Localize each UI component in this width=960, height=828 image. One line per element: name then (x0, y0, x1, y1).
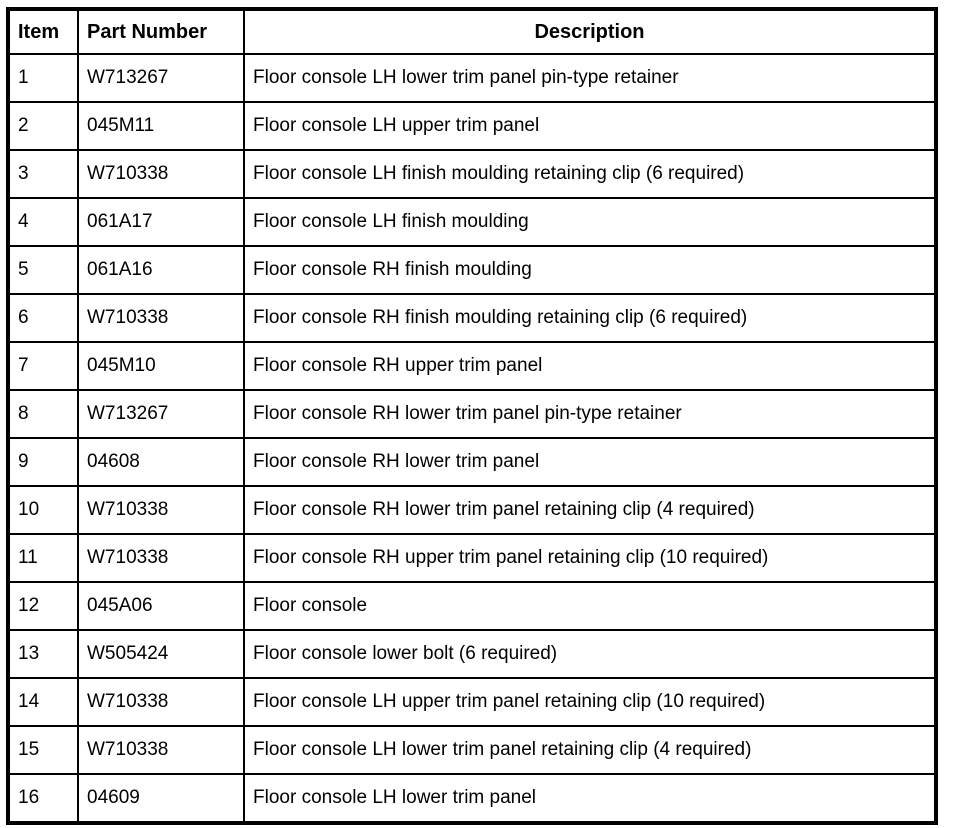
cell-part-number: 045A06 (77, 581, 245, 631)
cell-item: 13 (7, 629, 79, 679)
cell-description: Floor console RH lower trim panel (243, 437, 937, 487)
cell-part-number: W710338 (77, 149, 245, 199)
cell-description: Floor console LH lower trim panel pin-ty… (243, 53, 937, 103)
cell-description: Floor console LH upper trim panel (243, 101, 937, 151)
cell-item: 9 (7, 437, 79, 487)
cell-description: Floor console (243, 581, 937, 631)
cell-item: 8 (7, 389, 79, 439)
column-header-item: Item (7, 8, 79, 55)
cell-description: Floor console RH finish moulding (243, 245, 937, 295)
cell-part-number: W505424 (77, 629, 245, 679)
cell-description: Floor console RH lower trim panel retain… (243, 485, 937, 535)
cell-part-number: 04609 (77, 773, 245, 824)
cell-description: Floor console LH finish moulding (243, 197, 937, 247)
cell-part-number: 061A16 (77, 245, 245, 295)
cell-item: 11 (7, 533, 79, 583)
cell-item: 5 (7, 245, 79, 295)
cell-part-number: W710338 (77, 533, 245, 583)
cell-part-number: 045M10 (77, 341, 245, 391)
cell-part-number: W710338 (77, 293, 245, 343)
column-header-part-number: Part Number (77, 8, 245, 55)
cell-item: 10 (7, 485, 79, 535)
cell-part-number: W713267 (77, 389, 245, 439)
cell-description: Floor console LH upper trim panel retain… (243, 677, 937, 727)
cell-item: 12 (7, 581, 79, 631)
cell-item: 15 (7, 725, 79, 775)
cell-description: Floor console lower bolt (6 required) (243, 629, 937, 679)
cell-item: 7 (7, 341, 79, 391)
cell-item: 16 (7, 773, 79, 824)
cell-item: 14 (7, 677, 79, 727)
cell-item: 2 (7, 101, 79, 151)
cell-item: 1 (7, 53, 79, 103)
cell-part-number: 045M11 (77, 101, 245, 151)
cell-part-number: W710338 (77, 677, 245, 727)
cell-description: Floor console RH upper trim panel (243, 341, 937, 391)
table-header: Item Part Number Description (7, 8, 937, 55)
cell-item: 3 (7, 149, 79, 199)
cell-item: 6 (7, 293, 79, 343)
cell-part-number: W710338 (77, 485, 245, 535)
cell-part-number: W713267 (77, 53, 245, 103)
column-header-description: Description (243, 8, 937, 55)
cell-part-number: W710338 (77, 725, 245, 775)
cell-part-number: 04608 (77, 437, 245, 487)
cell-description: Floor console RH finish moulding retaini… (243, 293, 937, 343)
table-header-row: Item Part Number Description (7, 8, 937, 55)
cell-description: Floor console RH upper trim panel retain… (243, 533, 937, 583)
cell-description: Floor console LH finish moulding retaini… (243, 149, 937, 199)
cell-description: Floor console RH lower trim panel pin-ty… (243, 389, 937, 439)
cell-item: 4 (7, 197, 79, 247)
cell-description: Floor console LH lower trim panel retain… (243, 725, 937, 775)
cell-part-number: 061A17 (77, 197, 245, 247)
cell-description: Floor console LH lower trim panel (243, 773, 937, 824)
